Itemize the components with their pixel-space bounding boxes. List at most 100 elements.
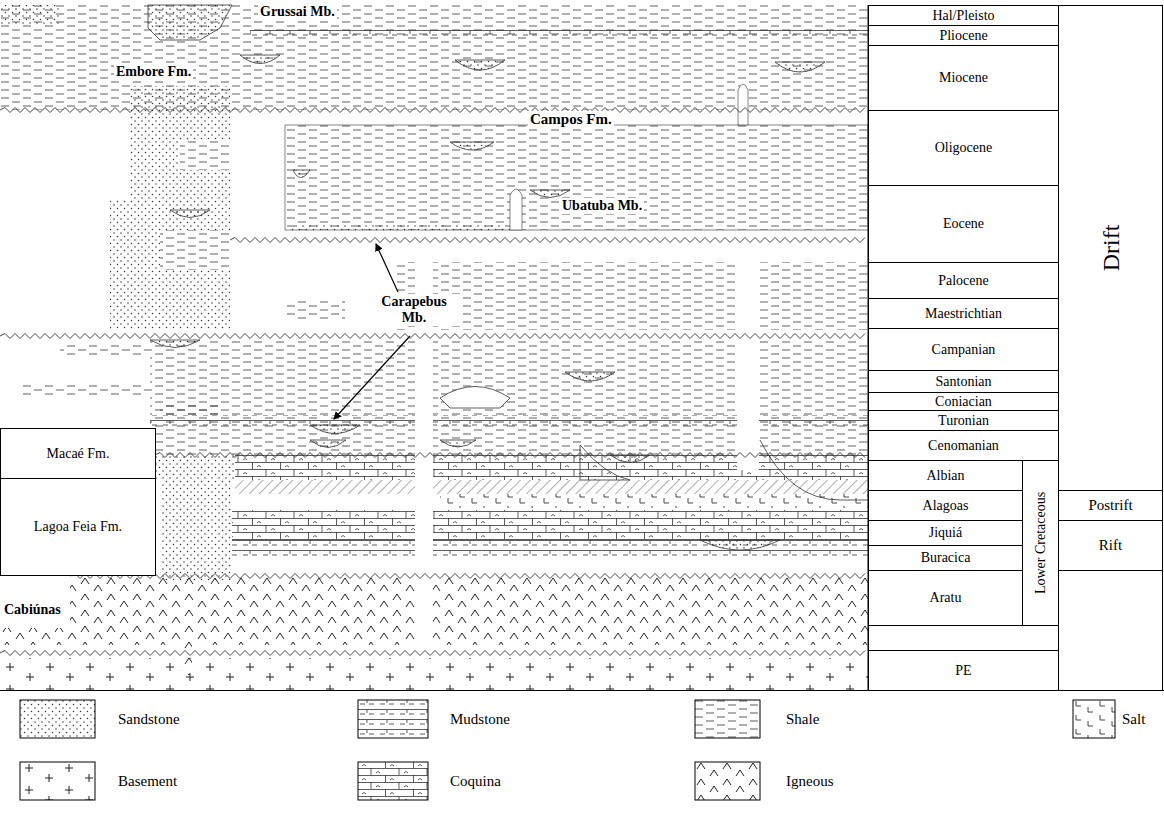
stage-cell: Aratu (868, 570, 1023, 626)
shale-unit (285, 125, 868, 230)
cell-label: Santonian (936, 374, 992, 389)
cell-label: Palocene (938, 273, 989, 288)
mudstone-band (150, 415, 868, 427)
legend-label: Shale (786, 711, 819, 728)
cell-label: Maestrichtian (925, 306, 1002, 321)
shale-tongue (160, 405, 220, 415)
unconformity-line (0, 651, 865, 656)
mudstone-unit (155, 455, 868, 480)
tectonic-phase-cell: Postrift (1058, 490, 1163, 521)
tectonic-phase-cell: Drift (1058, 5, 1163, 491)
legend-swatch (357, 761, 429, 801)
diapir-gap (737, 240, 759, 470)
formation-box: Macaé Fm. (0, 428, 156, 479)
legend-label: Salt (1122, 711, 1145, 728)
unconformity-lines (0, 108, 865, 656)
legend-label: Basement (118, 773, 177, 790)
legend-sample (695, 762, 760, 800)
epoch-cell: Lower Cretaceous (1022, 460, 1059, 626)
stage-cell: Oligocene (868, 110, 1059, 186)
legend-label: Igneous (786, 773, 834, 790)
channel-lens (450, 142, 494, 150)
stage-cell: Palocene (868, 262, 1059, 299)
stage-cell: PE (868, 650, 1059, 691)
igneous-unit (70, 578, 868, 645)
empty-cell (1059, 571, 1163, 691)
formation-label: Embore Fm. (114, 64, 193, 80)
stage-cell: Turonian (868, 410, 1059, 431)
cell-label: Lagoa Feia Fm. (34, 519, 122, 534)
vertical-label: Drift (1097, 225, 1123, 272)
channel-lens (455, 60, 505, 70)
legend-swatch (19, 761, 96, 801)
channel-lens (150, 340, 200, 348)
hatched-layer (235, 480, 868, 494)
shale-tongue (285, 300, 345, 320)
channel-lens (775, 62, 825, 72)
legend-swatch (357, 699, 429, 739)
tectonic-phase-cell: Rift (1058, 520, 1163, 571)
salt-layer (440, 494, 868, 508)
cell-label: Hal/Pleisto (932, 8, 994, 23)
legend-swatch (694, 699, 761, 739)
legend-sample (20, 700, 95, 738)
legend-sample (358, 700, 428, 738)
channel-lens (440, 440, 476, 447)
formation-box: Lagoa Feia Fm. (0, 478, 156, 576)
legend-label: Sandstone (118, 711, 180, 728)
mudstone-unit (232, 540, 868, 558)
cell-label: Buracica (921, 550, 971, 565)
sandstone-unit (130, 86, 230, 200)
stage-cell: Pliocene (868, 25, 1059, 46)
stage-cell: Eocene (868, 185, 1059, 263)
empty-cell (869, 626, 1059, 651)
formation-label: Campos Fm. (528, 111, 614, 128)
legend-sample (1073, 700, 1115, 738)
stage-cell: Hal/Pleisto (868, 5, 1059, 26)
cell-label: PE (955, 663, 971, 678)
legend-swatch (694, 761, 761, 801)
cell-label: Albian (926, 468, 964, 483)
legend-label: Mudstone (450, 711, 510, 728)
cell-label: Rift (1099, 537, 1122, 554)
shale-tongue (160, 230, 230, 270)
igneous-unit (0, 628, 70, 645)
channel-lens (310, 440, 346, 448)
channel-lens (293, 170, 310, 178)
cell-label: Eocene (943, 216, 984, 231)
member-label: Grussai Mb. (258, 4, 337, 20)
shale-tongue (160, 230, 230, 270)
shale-tongue (180, 140, 230, 170)
formation-label: Cabiúnas (2, 602, 63, 618)
unconformity-line (70, 574, 865, 579)
legend-sample (358, 762, 428, 800)
legend-sample (695, 700, 760, 738)
cell-label: Oligocene (935, 140, 993, 155)
stage-cell: Buracica (868, 545, 1023, 571)
cell-label: Macaé Fm. (47, 446, 110, 461)
basement-unit (0, 658, 868, 690)
cell-label: Turonian (938, 413, 989, 428)
sandstone-unit (155, 455, 235, 480)
channel-lens (310, 425, 360, 434)
stage-cell: Cenomanian (868, 430, 1059, 461)
vertical-label: Lower Cretaceous (1033, 492, 1048, 594)
cell-label: Alagoas (923, 498, 969, 513)
unconformity-line (155, 453, 865, 458)
sandstone-wedge (148, 5, 232, 40)
stage-cell: Maestrichtian (868, 298, 1059, 329)
unconformity-line (0, 334, 865, 339)
coquina-unit (232, 510, 868, 540)
unconformity-line (0, 108, 865, 113)
leader-arrow (376, 244, 398, 292)
shale-tongue (180, 140, 230, 170)
stage-cell: Miocene (868, 45, 1059, 111)
stage-cell: Campanian (868, 328, 1059, 371)
stage-cell: Jiquiá (868, 520, 1023, 546)
stage-cell: Coniacian (868, 392, 1059, 411)
sandstone-unit (160, 480, 232, 580)
sandstone-unit (110, 200, 230, 330)
channel-lens (565, 372, 615, 381)
cell-label: Jiquiá (929, 525, 962, 540)
